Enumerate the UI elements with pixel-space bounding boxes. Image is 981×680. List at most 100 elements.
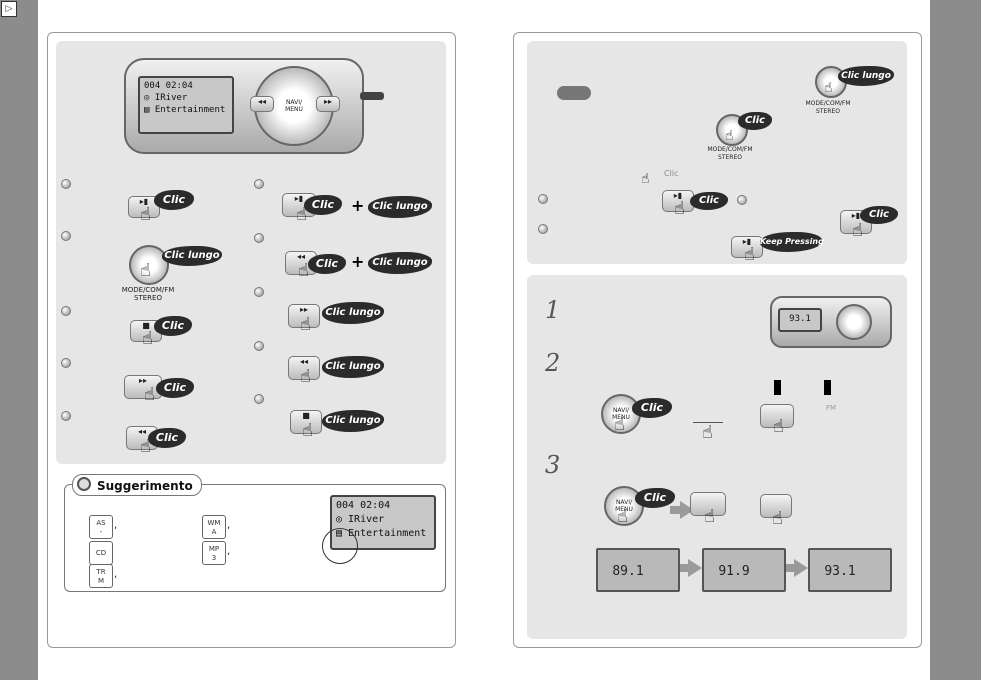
screen-line-3: ▤ Entertainment bbox=[144, 105, 226, 115]
burst-icon: Clic lungo bbox=[322, 302, 384, 324]
rew-button[interactable]: ◂◂ bbox=[288, 356, 320, 380]
hand-pointer-icon: ☝ bbox=[744, 244, 755, 265]
tip-screen: 004 02:04 ◎ IRiver ▤ Entertainment bbox=[330, 495, 436, 550]
ffw-button[interactable]: ▸▸ bbox=[316, 96, 340, 112]
right-band bbox=[930, 0, 981, 680]
black-square bbox=[774, 380, 781, 395]
tip-comma: , bbox=[114, 569, 118, 580]
burst-icon: Clic bbox=[304, 195, 342, 215]
hand-pointer-icon: ☝ bbox=[140, 260, 151, 281]
highlight-circle bbox=[322, 528, 358, 564]
burst-icon: Clic bbox=[632, 398, 672, 418]
hand-pointer-icon: ☝ bbox=[617, 506, 628, 527]
tip-comma: , bbox=[227, 520, 231, 531]
mode-caption: MODE/COM/FM STEREO bbox=[805, 100, 851, 115]
mode-button[interactable] bbox=[129, 245, 169, 285]
hand-pointer-icon: ☝ bbox=[641, 171, 650, 187]
burst-icon: Clic bbox=[860, 206, 898, 224]
magnifier-icon bbox=[77, 477, 91, 491]
hand-pointer-icon: ☝ bbox=[674, 198, 685, 219]
hand-pointer-icon: ☝ bbox=[140, 436, 151, 457]
mini-player: 93.1 bbox=[770, 296, 892, 348]
play-button[interactable]: ▸▮ bbox=[662, 190, 694, 212]
tip-screen-line-2: ◎ IRiver bbox=[336, 514, 385, 525]
burst-icon: Keep Pressing bbox=[760, 232, 824, 252]
navi-menu-label: NAVI/ MENU bbox=[615, 499, 633, 513]
small-clic-label: Clic bbox=[664, 169, 679, 178]
frequency-3: 93.1 bbox=[824, 564, 856, 579]
hand-pointer-icon: ☝ bbox=[704, 506, 715, 527]
step-number: 2 bbox=[545, 349, 561, 377]
ffw-button[interactable]: ▸▸ bbox=[288, 304, 320, 328]
bullet-icon bbox=[61, 411, 71, 421]
burst-icon: Clic bbox=[690, 192, 728, 210]
bullet-icon bbox=[254, 341, 264, 351]
mode-caption: MODE/COM/FM STEREO bbox=[707, 146, 753, 161]
hand-pointer-icon: ☝ bbox=[142, 328, 153, 349]
as-icon: AS - bbox=[89, 515, 113, 539]
device-cable bbox=[360, 92, 384, 100]
left-band bbox=[0, 0, 38, 680]
stop-button[interactable]: ■ bbox=[290, 410, 322, 434]
burst-icon: Clic lungo bbox=[368, 252, 432, 274]
wma-icon: WM A bbox=[202, 515, 226, 539]
burst-icon: Clic lungo bbox=[838, 66, 894, 86]
mini-wheel bbox=[836, 304, 872, 340]
hand-pointer-icon: ☝ bbox=[772, 508, 783, 529]
burst-icon: Clic bbox=[738, 112, 772, 130]
tip-title: Suggerimento bbox=[97, 479, 193, 493]
mp3-icon: MP 3 bbox=[202, 541, 226, 565]
gray-pill-icon bbox=[557, 86, 591, 100]
plus-sign: + bbox=[351, 252, 365, 271]
hand-pointer-icon: ☝ bbox=[852, 220, 863, 241]
tip-comma: , bbox=[227, 546, 231, 557]
side-button[interactable] bbox=[760, 404, 794, 428]
arrow-right-icon bbox=[670, 506, 680, 514]
arrow-right-icon bbox=[688, 559, 702, 577]
navi-menu-label: NAVI/ MENU bbox=[612, 407, 630, 421]
bullet-icon bbox=[61, 231, 71, 241]
hand-pointer-icon: ☝ bbox=[824, 80, 833, 96]
bullet-icon bbox=[538, 194, 548, 204]
burst-icon: Clic bbox=[308, 254, 346, 274]
hand-pointer-icon: ☝ bbox=[300, 366, 311, 387]
hand-pointer-icon: ☝ bbox=[702, 422, 713, 443]
burst-icon: Clic lungo bbox=[368, 196, 432, 218]
black-square bbox=[824, 380, 831, 395]
player-device: 004 02:04 ◎ IRiver ▤ Entertainment NAVI/… bbox=[124, 58, 364, 154]
burst-icon: Clic lungo bbox=[322, 410, 384, 432]
bullet-icon bbox=[254, 179, 264, 189]
cd-icon: CD bbox=[89, 541, 113, 565]
side-button[interactable] bbox=[690, 492, 726, 516]
burst-icon: Clic bbox=[635, 488, 675, 508]
step-number: 3 bbox=[545, 451, 561, 479]
tip-screen-line-1: 004 02:04 bbox=[336, 500, 391, 511]
burst-icon: Clic bbox=[148, 428, 186, 448]
bullet-icon bbox=[61, 179, 71, 189]
arrow-right-icon bbox=[680, 564, 688, 572]
side-button[interactable] bbox=[760, 494, 792, 518]
hand-pointer-icon: ☝ bbox=[298, 260, 309, 281]
rew-button[interactable]: ◂◂ bbox=[250, 96, 274, 112]
play-corner-icon[interactable]: ▷ bbox=[1, 1, 17, 17]
hand-pointer-icon: ☝ bbox=[300, 314, 311, 335]
step-number: 1 bbox=[545, 296, 561, 324]
burst-icon: Clic bbox=[154, 316, 192, 336]
frequency-1: 89.1 bbox=[612, 564, 644, 579]
burst-icon: Clic lungo bbox=[162, 246, 222, 266]
plus-sign: + bbox=[351, 196, 365, 215]
burst-icon: Clic bbox=[156, 378, 194, 398]
fm-label: FM bbox=[826, 404, 837, 412]
burst-icon: Clic lungo bbox=[322, 356, 384, 378]
hand-pointer-icon: ☝ bbox=[296, 204, 307, 225]
fm-display-1: 89.1 bbox=[596, 548, 680, 592]
bullet-icon bbox=[61, 306, 71, 316]
screen-line-2: ◎ IRiver bbox=[144, 93, 188, 103]
arrow-right-icon bbox=[786, 564, 794, 572]
tip-header: Suggerimento bbox=[72, 474, 202, 496]
screen-line-1: 004 02:04 bbox=[144, 81, 193, 91]
trm-icon: TR M bbox=[89, 564, 113, 588]
fm-display-3: 93.1 bbox=[808, 548, 892, 592]
bullet-icon bbox=[538, 224, 548, 234]
ffw-button[interactable]: ▸▸ bbox=[124, 375, 162, 399]
